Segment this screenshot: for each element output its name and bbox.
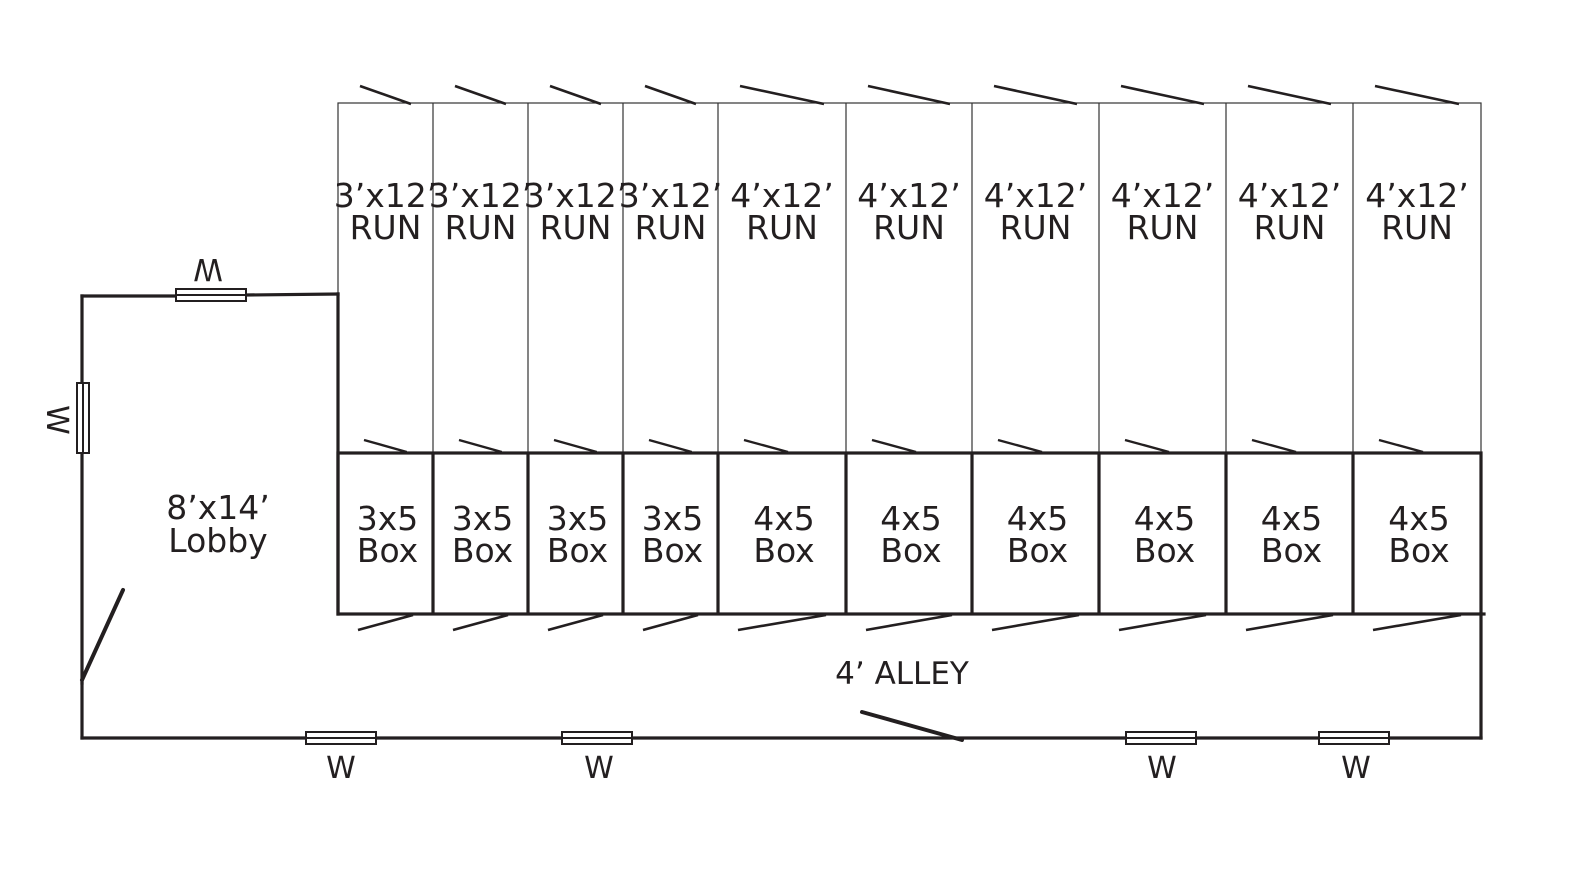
box-alley-door-6 bbox=[865, 613, 953, 632]
box-alley-door-4 bbox=[642, 613, 699, 632]
run-size-label: 4’x12’ bbox=[1111, 176, 1215, 215]
lobby-label: 8’x14’ Lobby bbox=[166, 488, 270, 560]
run-gate-8 bbox=[1120, 84, 1205, 106]
box-type-label: Box bbox=[1007, 531, 1068, 570]
box-type-label: Box bbox=[1261, 531, 1322, 570]
run-type-label: RUN bbox=[350, 208, 422, 247]
run-type-label: RUN bbox=[445, 208, 517, 247]
box-size-label: 4x5 bbox=[1134, 499, 1196, 538]
entry-doors bbox=[80, 588, 964, 742]
box-alley-door-3 bbox=[547, 613, 604, 632]
alley-label: 4’ ALLEY bbox=[835, 656, 969, 692]
box-size-label: 3x5 bbox=[452, 499, 514, 538]
run-type-label: RUN bbox=[1000, 208, 1072, 247]
run-gate-4 bbox=[644, 84, 697, 106]
box-size-label: 4x5 bbox=[753, 499, 815, 538]
box-type-label: Box bbox=[880, 531, 941, 570]
run-labels: 3’x12’RUN3’x12’RUN3’x12’RUN3’x12’RUN4’x1… bbox=[334, 176, 1469, 247]
run-gate-3 bbox=[549, 84, 602, 106]
run-gate-2 bbox=[454, 84, 507, 106]
run-size-label: 4’x12’ bbox=[857, 176, 961, 215]
box-run-door-2 bbox=[458, 438, 503, 454]
window-bottom-3-label: W bbox=[1147, 751, 1177, 786]
window-bottom-3 bbox=[1125, 731, 1197, 745]
lobby-size: 8’x14’ bbox=[166, 488, 270, 527]
box-run-door-9 bbox=[1251, 438, 1297, 454]
box-labels: 3x5Box3x5Box3x5Box3x5Box4x5Box4x5Box4x5B… bbox=[357, 499, 1450, 570]
run-size-label: 4’x12’ bbox=[730, 176, 834, 215]
window-bottom-1-label: W bbox=[326, 751, 356, 786]
run-size-label: 3’x12’ bbox=[334, 176, 438, 215]
box-run-door-6 bbox=[871, 438, 917, 454]
box-size-label: 3x5 bbox=[547, 499, 609, 538]
box-run-door-10 bbox=[1378, 438, 1424, 454]
window-bottom-4-label: W bbox=[1341, 751, 1371, 786]
run-size-label: 4’x12’ bbox=[1238, 176, 1342, 215]
box-size-label: 4x5 bbox=[1007, 499, 1069, 538]
box-run-door-8 bbox=[1124, 438, 1170, 454]
box-size-label: 4x5 bbox=[1261, 499, 1323, 538]
box-type-label: Box bbox=[753, 531, 814, 570]
box-alley-door-2 bbox=[452, 613, 509, 632]
run-gate-9 bbox=[1247, 84, 1332, 106]
run-size-label: 4’x12’ bbox=[984, 176, 1088, 215]
run-gate-1 bbox=[359, 84, 412, 106]
box-doors-top bbox=[363, 438, 1424, 454]
box-size-label: 3x5 bbox=[642, 499, 704, 538]
run-gate-5 bbox=[739, 84, 825, 106]
box-type-label: Box bbox=[452, 531, 513, 570]
window-bottom-4 bbox=[1318, 731, 1390, 745]
box-run-door-3 bbox=[553, 438, 598, 454]
window-bottom-1 bbox=[305, 731, 377, 745]
run-size-label: 3’x12’ bbox=[524, 176, 628, 215]
box-type-label: Box bbox=[357, 531, 418, 570]
box-run-door-7 bbox=[997, 438, 1043, 454]
box-doors-bottom bbox=[357, 613, 1462, 632]
run-type-label: RUN bbox=[1127, 208, 1199, 247]
box-alley-door-1 bbox=[357, 613, 414, 632]
window-bottom-2 bbox=[561, 731, 633, 745]
window-lobby-left-label: W bbox=[39, 405, 74, 435]
box-alley-door-7 bbox=[991, 613, 1080, 632]
run-gates bbox=[359, 84, 1460, 106]
box-alley-door-5 bbox=[737, 613, 827, 632]
run-type-label: RUN bbox=[635, 208, 707, 247]
run-gate-10 bbox=[1374, 84, 1460, 106]
run-type-label: RUN bbox=[746, 208, 818, 247]
run-type-label: RUN bbox=[1254, 208, 1326, 247]
box-run-door-4 bbox=[648, 438, 693, 454]
building-outline bbox=[80, 292, 1486, 740]
box-type-label: Box bbox=[1388, 531, 1449, 570]
box-size-label: 4x5 bbox=[880, 499, 942, 538]
run-size-label: 4’x12’ bbox=[1365, 176, 1469, 215]
lobby-name: Lobby bbox=[168, 521, 267, 560]
box-alley-door-10 bbox=[1372, 613, 1462, 632]
box-type-label: Box bbox=[642, 531, 703, 570]
run-gate-7 bbox=[993, 84, 1078, 106]
run-type-label: RUN bbox=[1381, 208, 1453, 247]
box-alley-door-8 bbox=[1118, 613, 1207, 632]
window-lobby-top bbox=[175, 288, 247, 302]
run-size-label: 3’x12’ bbox=[619, 176, 723, 215]
box-type-label: Box bbox=[1134, 531, 1195, 570]
window-lobby-left bbox=[76, 382, 90, 454]
run-type-label: RUN bbox=[540, 208, 612, 247]
window-lobby-top-label: W bbox=[193, 251, 223, 286]
lobby-top-wall bbox=[244, 292, 340, 297]
box-alley-door-9 bbox=[1245, 613, 1334, 632]
lobby-entry-door bbox=[80, 588, 125, 682]
windows bbox=[76, 288, 1390, 745]
run-size-label: 3’x12’ bbox=[429, 176, 533, 215]
box-run-door-5 bbox=[743, 438, 789, 454]
box-type-label: Box bbox=[547, 531, 608, 570]
window-bottom-2-label: W bbox=[584, 751, 614, 786]
box-run-door-1 bbox=[363, 438, 408, 454]
alley-entry-door bbox=[860, 710, 964, 742]
run-gate-6 bbox=[867, 84, 951, 106]
box-size-label: 4x5 bbox=[1388, 499, 1450, 538]
run-type-label: RUN bbox=[873, 208, 945, 247]
box-size-label: 3x5 bbox=[357, 499, 419, 538]
